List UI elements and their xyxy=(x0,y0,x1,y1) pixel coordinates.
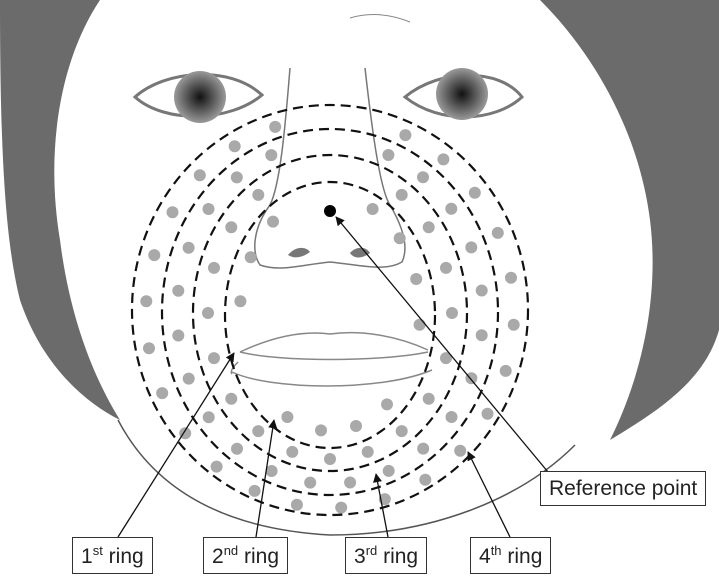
measurement-dot xyxy=(208,352,220,364)
measurement-dot xyxy=(381,398,393,410)
measurement-dot xyxy=(476,329,488,341)
measurement-dot xyxy=(249,485,261,497)
measurement-dot xyxy=(202,307,214,319)
measurement-dot xyxy=(140,295,152,307)
measurement-dot xyxy=(143,342,155,354)
measurement-dot xyxy=(446,411,458,423)
ring-2 xyxy=(193,155,467,471)
mouth-upper-lip xyxy=(240,333,428,352)
measurement-dot xyxy=(269,121,281,133)
leader-ring-4 xyxy=(468,452,510,537)
right-nostril xyxy=(350,248,370,258)
left-nostril xyxy=(288,248,310,258)
left-iris xyxy=(174,71,226,123)
measurement-dot xyxy=(183,242,195,254)
measurement-dot xyxy=(335,502,347,514)
measurement-dot xyxy=(382,149,394,161)
measurement-dot xyxy=(410,273,422,285)
measurement-dot xyxy=(454,445,466,457)
measurement-dot xyxy=(172,285,184,297)
measurement-dot xyxy=(394,232,406,244)
measurement-dot xyxy=(203,203,215,215)
label-ring-3: 3rd ring xyxy=(345,537,427,574)
measurement-dot xyxy=(362,446,374,458)
measurement-dot xyxy=(367,203,379,215)
leader-lines xyxy=(118,217,548,537)
measurement-dot xyxy=(440,262,452,274)
measurement-dot xyxy=(417,443,429,455)
mouth-line xyxy=(240,352,428,360)
measurement-dot xyxy=(267,216,279,228)
measurement-dot xyxy=(350,420,362,432)
measurement-dot xyxy=(203,411,215,423)
measurement-dot xyxy=(414,319,426,331)
ring-1 xyxy=(225,182,435,448)
measurement-dot xyxy=(465,241,477,253)
right-iris xyxy=(436,68,488,120)
measurement-dot xyxy=(437,153,449,165)
measurement-dot xyxy=(281,411,293,423)
measurement-dot xyxy=(229,140,241,152)
measurement-dot xyxy=(399,129,411,141)
mouth-lower-lip xyxy=(232,370,432,386)
leader-ring-1 xyxy=(118,353,234,537)
measurement-dot xyxy=(225,221,237,233)
measurement-dot xyxy=(245,251,257,263)
measurement-dot xyxy=(423,393,435,405)
hair-right xyxy=(540,0,719,440)
measurement-dot xyxy=(304,477,316,489)
measurement-dot xyxy=(291,499,303,511)
measurement-dot xyxy=(315,424,327,436)
label-ring-1: 1st ring xyxy=(72,537,153,574)
measurement-dot xyxy=(167,206,179,218)
measurement-dot xyxy=(419,474,431,486)
measurement-dot xyxy=(286,446,298,458)
measurement-dot xyxy=(508,319,520,331)
measurement-dot xyxy=(231,171,243,183)
measurement-dot xyxy=(505,272,517,284)
label-ring-4: 4th ring xyxy=(470,537,551,574)
label-reference-point: Reference point xyxy=(540,471,706,506)
measurement-dot xyxy=(396,425,408,437)
measurement-dot xyxy=(445,203,457,215)
brow-hint xyxy=(350,15,410,22)
measurement-dot xyxy=(208,262,220,274)
measurement-dot xyxy=(324,453,336,465)
measurement-dot xyxy=(482,408,494,420)
measurement-dots xyxy=(140,121,519,514)
measurement-dot xyxy=(492,227,504,239)
measurement-dot xyxy=(172,330,184,342)
measurement-dot xyxy=(231,443,243,455)
measurement-dot xyxy=(265,149,277,161)
measurement-dot xyxy=(194,169,206,181)
measurement-dot xyxy=(344,477,356,489)
measurement-dot xyxy=(469,187,481,199)
measurement-dot xyxy=(383,465,395,477)
measurement-dot xyxy=(476,285,488,297)
measurement-dot xyxy=(252,189,264,201)
measurement-dot xyxy=(183,373,195,385)
measurement-dot xyxy=(225,393,237,405)
measurement-dot xyxy=(417,171,429,183)
leader-ring-2 xyxy=(256,420,274,537)
hair-left xyxy=(0,0,120,420)
measurement-dot xyxy=(148,249,160,261)
reference-point xyxy=(324,205,336,217)
measurement-dot xyxy=(156,387,168,399)
measurement-dot xyxy=(423,221,435,233)
measurement-dot xyxy=(234,295,246,307)
measurement-dot xyxy=(211,461,223,473)
label-ring-2: 2nd ring xyxy=(203,537,288,574)
measurement-dot xyxy=(252,425,264,437)
measurement-dot xyxy=(500,365,512,377)
measurement-dot xyxy=(396,189,408,201)
measurement-dot xyxy=(446,307,458,319)
